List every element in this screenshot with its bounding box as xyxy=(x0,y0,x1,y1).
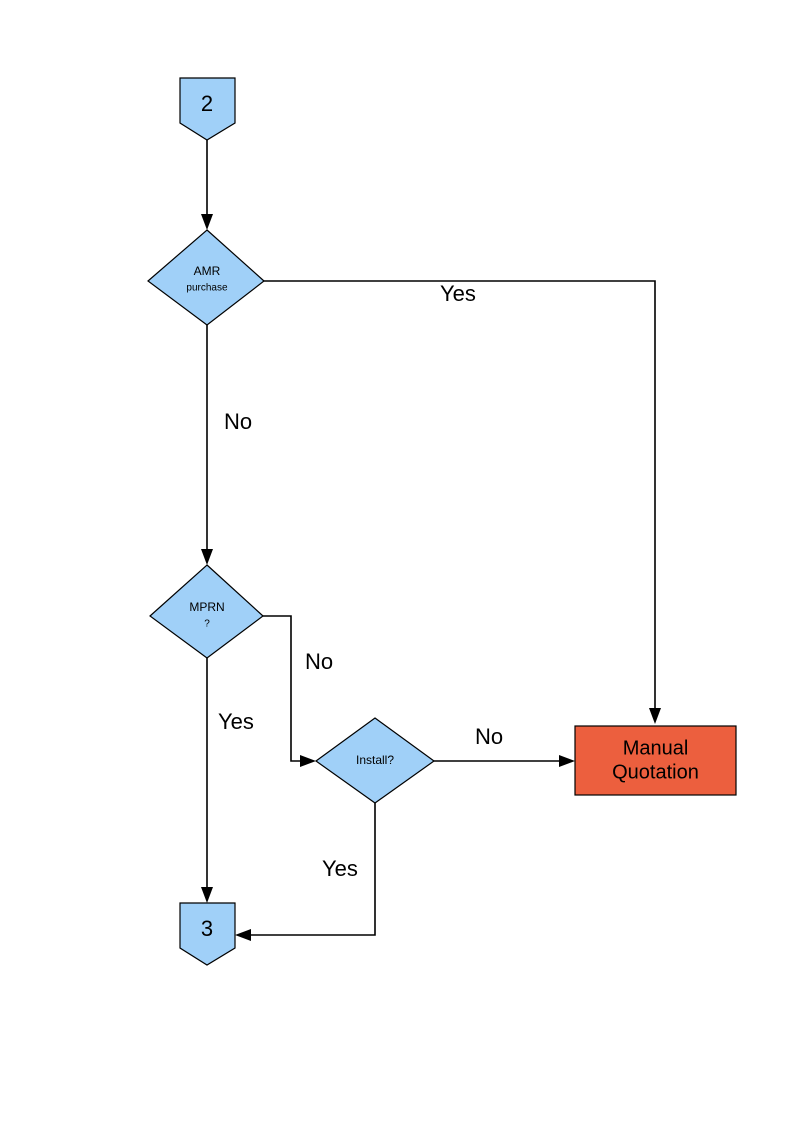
edge-line xyxy=(264,280,656,711)
connector-out-label: 3 xyxy=(201,916,213,941)
decision-amr-shape[interactable] xyxy=(147,229,265,326)
connector-in-label: 2 xyxy=(201,91,213,116)
node-connector-in[interactable]: 2 xyxy=(179,77,236,141)
edge-label-install-yes: Yes xyxy=(322,856,358,881)
edge-mprn-no-to-install xyxy=(263,615,316,767)
arrow-head-icon xyxy=(201,887,213,903)
edge-label-mprn-no: No xyxy=(305,649,333,674)
decision-mprn-shape[interactable] xyxy=(149,564,264,659)
arrow-head-icon xyxy=(300,755,316,767)
manual-quotation-shape[interactable] xyxy=(574,725,737,796)
edge-install-yes-to-connector-out xyxy=(235,803,376,941)
edge-amr-yes-to-manual-quotation xyxy=(264,280,661,724)
node-decision-mprn[interactable]: MPRN ? xyxy=(149,564,264,659)
node-connector-out[interactable]: 3 xyxy=(179,902,236,966)
decision-mprn-label-line1: MPRN xyxy=(189,600,224,614)
decision-install-label: Install? xyxy=(356,753,394,767)
arrow-head-icon xyxy=(559,755,575,767)
arrow-head-icon xyxy=(201,549,213,565)
edge-mprn-yes-to-connector-out xyxy=(201,658,213,903)
edge-label-install-no: No xyxy=(475,724,503,749)
edge-label-amr-no: No xyxy=(224,409,252,434)
decision-amr-label-line1: AMR xyxy=(194,264,221,278)
edge-amr-no-to-mprn xyxy=(201,325,213,565)
decision-amr-label-line2: purchase xyxy=(186,283,228,294)
edge-line xyxy=(248,803,376,936)
connector-in-shape[interactable] xyxy=(179,77,236,141)
decision-mprn-label-line2: ? xyxy=(204,619,210,630)
node-manual-quotation[interactable]: Manual Quotation xyxy=(574,725,737,796)
edge-line xyxy=(263,615,303,762)
decision-install-shape[interactable] xyxy=(314,717,436,804)
arrow-head-icon xyxy=(201,214,213,230)
manual-quotation-label-line2: Quotation xyxy=(612,761,699,783)
edge-start-to-amr xyxy=(201,139,213,230)
node-decision-amr[interactable]: AMR purchase xyxy=(147,229,265,326)
edge-label-mprn-yes: Yes xyxy=(218,709,254,734)
edge-label-amr-yes: Yes xyxy=(440,281,476,306)
edge-install-no-to-manual-quotation xyxy=(434,755,575,767)
arrow-head-icon xyxy=(649,708,661,724)
connector-out-shape[interactable] xyxy=(179,902,236,966)
node-decision-install[interactable]: Install? xyxy=(314,717,436,804)
arrow-head-icon xyxy=(235,929,251,941)
manual-quotation-label-line1: Manual xyxy=(623,737,689,759)
